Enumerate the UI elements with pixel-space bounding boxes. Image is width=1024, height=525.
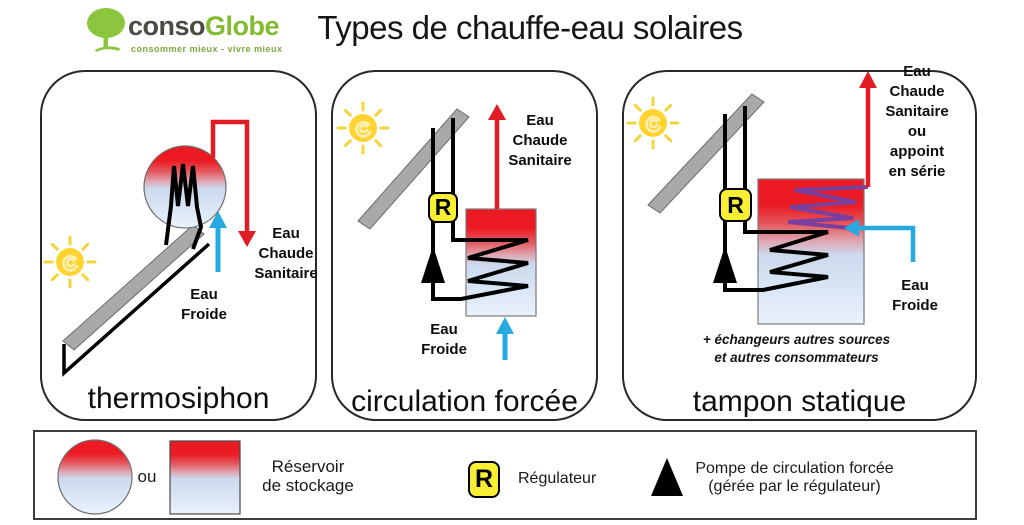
page-title: Types de chauffe-eau solaires [317, 9, 743, 46]
regulator-badge: R [719, 188, 752, 222]
cold-water-label: Eau Froide [892, 277, 938, 314]
regulator-label: Régulateur [518, 470, 597, 487]
or-label: ou [137, 467, 157, 486]
panel-title: circulation forcée [351, 385, 578, 418]
cold-water-label: Eau Froide [181, 286, 227, 323]
regulator-badge-legend: R [468, 461, 500, 498]
logo-text-conso: conso [128, 11, 206, 41]
logo-text-globe: Globe [205, 11, 280, 41]
tree-icon [87, 8, 125, 52]
regulator-badge: R [428, 192, 458, 223]
hot-water-label: Eau Chaude Sanitaire [254, 225, 318, 282]
reservoir-label: Réservoir de stockage [262, 457, 354, 495]
hot-water-label: Eau Chaude Sanitaire [508, 112, 572, 169]
logo-tagline: consommer mieux - vivre mieux [131, 44, 283, 54]
consoglobe-logo: consoGlobe [128, 11, 280, 42]
pump-label: Pompe de circulation forcée (gérée par l… [695, 460, 894, 495]
panel-title: tampon statique [692, 385, 907, 418]
hot-water-label: Eau Chaude Sanitaire ou appoint en série [885, 63, 949, 180]
cold-water-label: Eau Froide [421, 321, 467, 358]
exchangers-note: + échangeurs autres sources et autres co… [702, 332, 891, 365]
panel-title: thermosiphon [87, 382, 270, 415]
